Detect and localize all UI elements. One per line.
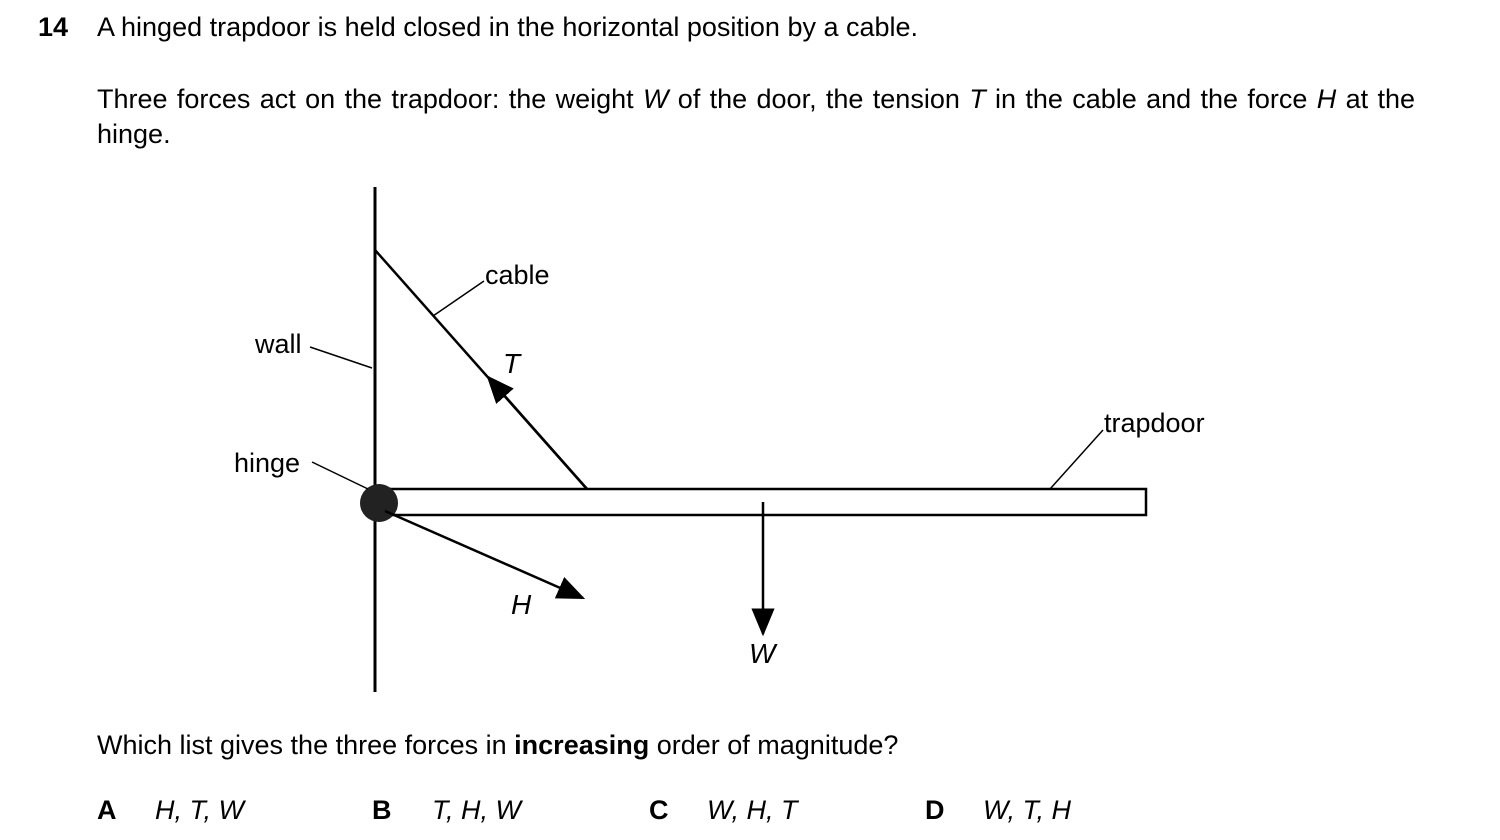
wall-label: wall — [254, 329, 302, 359]
para-text-4: at the hinge. — [97, 84, 1415, 149]
para-text-3: in the cable and the force — [985, 84, 1317, 114]
question-number: 14 — [38, 12, 69, 42]
option-d-letter: D — [925, 795, 945, 825]
prompt-emphasis: increasing — [514, 730, 650, 760]
option-a[interactable]: A H, T, W — [97, 795, 244, 826]
option-a-letter: A — [97, 795, 117, 825]
cable-leader — [432, 280, 485, 317]
hinge-force-label: H — [511, 589, 532, 620]
question-paragraph: Three forces act on the trapdoor: the we… — [97, 82, 1415, 152]
hinge-label: hinge — [234, 448, 300, 478]
cable-label: cable — [485, 260, 550, 290]
option-c[interactable]: C W, H, T — [649, 795, 797, 826]
hinge-pin — [360, 484, 398, 522]
para-symbol-w: W — [642, 84, 669, 114]
trapdoor-label: trapdoor — [1104, 408, 1205, 438]
wall-leader — [309, 346, 373, 369]
prompt-text-1: Which list gives the three forces in — [97, 730, 515, 760]
para-text-1: Three forces act on the trapdoor: the we… — [97, 84, 643, 114]
option-b-value: T, H, W — [432, 795, 522, 825]
tension-arrow — [486, 375, 588, 490]
para-symbol-h: H — [1316, 84, 1337, 114]
question-prompt: Which list gives the three forces in inc… — [97, 730, 898, 761]
hinge-leader — [311, 461, 369, 490]
option-b-letter: B — [372, 795, 392, 825]
option-a-value: H, T, W — [155, 795, 245, 825]
prompt-text-2: order of magnitude? — [649, 730, 899, 760]
trapdoor-leader — [1049, 429, 1104, 490]
option-c-letter: C — [649, 795, 669, 825]
option-d-value: W, T, H — [983, 795, 1072, 825]
option-d[interactable]: D W, T, H — [925, 795, 1071, 826]
option-c-value: W, H, T — [707, 795, 798, 825]
weight-label: W — [749, 638, 778, 669]
option-b[interactable]: B T, H, W — [372, 795, 521, 826]
para-symbol-t: T — [969, 84, 986, 114]
para-text-2: of the door, the tension — [668, 84, 970, 114]
tension-label: T — [503, 348, 522, 379]
hinge-force-arrow — [384, 509, 586, 600]
question-stem: A hinged trapdoor is held closed in the … — [97, 12, 919, 42]
